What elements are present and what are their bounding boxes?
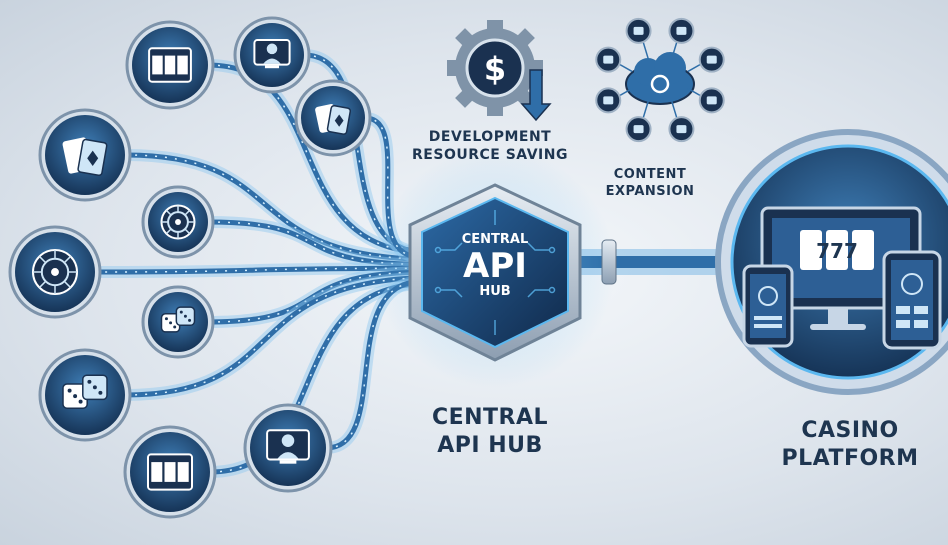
cable-sparkle: [207, 271, 413, 323]
gamepad-icon: [698, 46, 725, 73]
content-expansion-cluster: [595, 17, 725, 143]
content-arrow: [642, 100, 650, 119]
smartphone-icon: [742, 264, 794, 348]
chip-icon: [595, 46, 622, 73]
hub-label-line1: CENTRAL: [431, 405, 549, 430]
content-arrow: [618, 87, 633, 97]
roulette-icon: [32, 249, 78, 295]
cable-sparkle: [325, 281, 413, 449]
game-node: [141, 285, 215, 359]
live-dealer-icon: [253, 39, 291, 69]
content-arrow: [687, 87, 702, 97]
hub-badge-top: CENTRAL: [461, 232, 529, 247]
hub-label-line2: API HUB: [437, 433, 543, 458]
content-arrow: [618, 63, 633, 73]
gear-dollar-icon: $: [447, 20, 552, 122]
game-node: [38, 348, 132, 442]
hub-badge-text: CENTRAL API HUB: [420, 232, 570, 300]
content-label-line2: EXPANSION: [605, 184, 695, 199]
development-resource-saving-label: DEVELOPMENT RESOURCE SAVING: [395, 128, 585, 164]
live-dealer-monitor-icon: [266, 429, 310, 464]
cable-sparkle: [207, 221, 413, 266]
hub-badge-bottom: HUB: [479, 284, 511, 299]
roulette-icon: [698, 87, 725, 114]
cable-line: [124, 275, 413, 398]
dice-icon: [160, 306, 196, 333]
circuit-traces: [434, 210, 556, 335]
game-node: [123, 425, 217, 519]
cloud-icon: [625, 52, 695, 105]
content-expansion-label: CONTENT EXPANSION: [590, 166, 710, 200]
tablet-icon: [882, 250, 942, 350]
game-source-nodes: [8, 16, 372, 519]
game-node: [243, 403, 333, 493]
game-node: [38, 108, 132, 202]
content-arrow: [687, 63, 702, 73]
playing-cards-icon: [62, 137, 108, 177]
slot-icon: [668, 116, 695, 143]
slot-machine-icon: [148, 47, 192, 83]
content-arrow: [670, 100, 678, 119]
cable-line: [124, 152, 413, 262]
game-node: [8, 225, 102, 319]
game-node: [125, 20, 215, 110]
dollar-sign: $: [484, 50, 506, 88]
dev-label-line2: RESOURCE SAVING: [412, 147, 568, 163]
slot-reels-icon: [147, 453, 193, 491]
dev-label-line1: DEVELOPMENT: [428, 129, 552, 145]
content-arrow: [670, 41, 678, 60]
casino-platform-label: CASINO PLATFORM: [760, 417, 940, 473]
game-node: [233, 16, 311, 94]
casino-label-line1: CASINO: [801, 418, 899, 443]
monitor-icon: [625, 116, 652, 143]
game-node: [294, 79, 372, 157]
tablet-icon: [625, 17, 652, 44]
central-api-hub-node: [375, 148, 615, 388]
cable-sparkle: [94, 267, 413, 273]
content-label-line1: CONTENT: [613, 167, 687, 182]
roulette-wheel-icon: [160, 204, 196, 240]
casino-platform-node: 777: [715, 129, 948, 395]
down-arrow-icon: [520, 69, 552, 122]
connection-cables: [94, 49, 415, 478]
central-api-hub-label: CENTRAL API HUB: [395, 404, 585, 460]
hub-badge-middle: API: [463, 246, 527, 286]
dice-icon: [595, 87, 622, 114]
cards-icon: [668, 17, 695, 44]
content-arrow: [642, 41, 650, 60]
casino-label-line2: PLATFORM: [781, 446, 919, 471]
dice-pair-icon: [62, 374, 108, 409]
game-node: [141, 185, 215, 259]
card-deck-icon: [315, 104, 352, 135]
reel-text: 777: [816, 239, 858, 263]
